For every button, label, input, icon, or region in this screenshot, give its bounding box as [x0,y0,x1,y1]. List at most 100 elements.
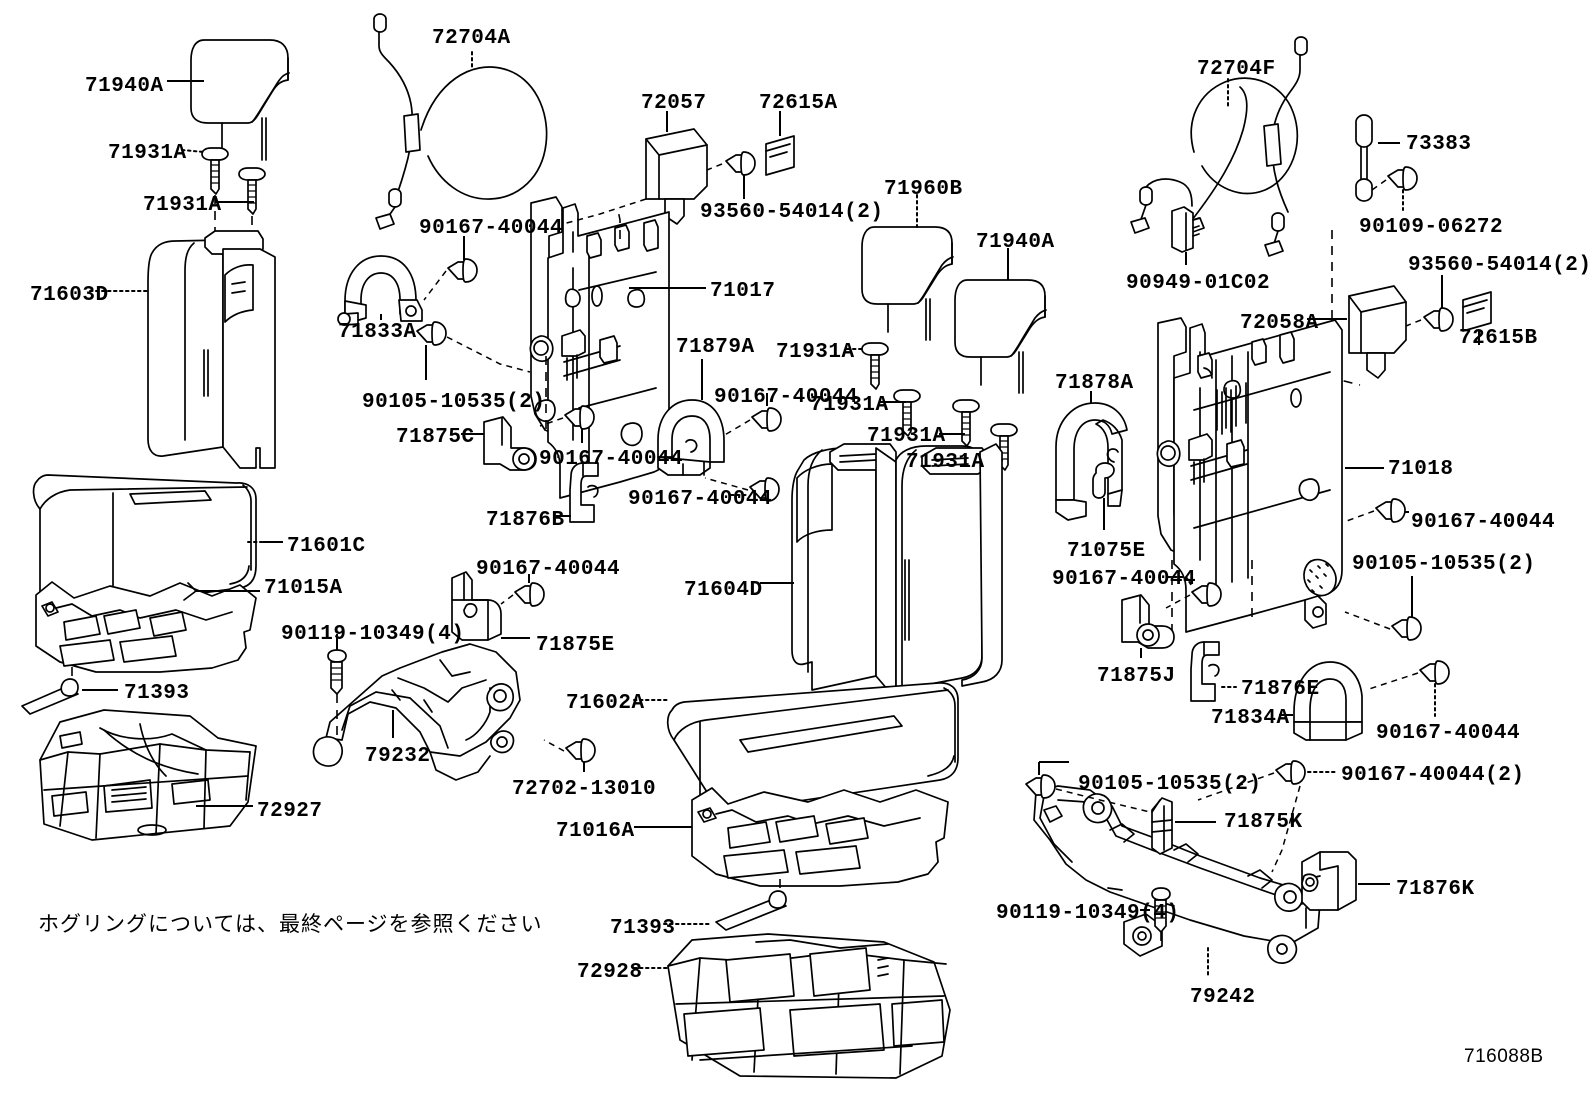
part-label-90119-10349-bolt-left: 90119-10349(4) [281,623,465,646]
part-label-90167-40044-screw-g: 90167-40044 [1052,568,1197,591]
headrest-71940A-left [190,39,290,161]
part-label-71393-hog-ring-right: 71393 [610,917,676,940]
part-label-71833A-hinge-cover: 71833A [338,321,417,344]
screw-90105-10535-left [416,321,531,373]
seatback-cover-71604D [791,443,1003,691]
screw-90167-40044-a [423,258,478,301]
part-label-90105-10535-bolt-left: 90105-10535(2) [362,391,546,414]
part-label-71876K-hinge: 71876K [1396,878,1475,901]
part-label-90167-40044-screw-e: 90167-40044 [1411,511,1556,534]
part-label-71601C-seat-cushion-cover: 71601C [287,535,366,558]
part-label-90167-40044-screw-d: 90167-40044 [628,488,773,511]
part-label-71876B-hinge: 71876B [486,509,565,532]
bolt-90119-10349-left [327,649,347,740]
part-label-79232-frame-sub-assy: 79232 [365,745,431,768]
cover-72615A [765,135,795,176]
part-label-72704F-cable: 72704F [1197,58,1276,81]
figure-id: 716088B [1464,1046,1544,1067]
part-label-72615B-cover: 72615B [1459,327,1538,350]
part-label-72058A-striker-cover: 72058A [1240,312,1319,335]
part-label-71604D-seatback-cover-right: 71604D [684,579,763,602]
screw-90167-40044-h [1365,660,1450,691]
note-hog-ring: ホグリングについては、最終ページを参照ください [38,912,543,936]
hinge-cover-71833A [337,255,423,326]
part-label-71016A-cushion-pad-right: 71016A [556,820,635,843]
striker-cover-72058A [1348,285,1407,379]
part-label-71875E-hinge: 71875E [536,634,615,657]
part-label-90167-40044-screw-i: 90167-40044(2) [1341,764,1525,787]
part-label-71960B-headrest: 71960B [884,178,963,201]
screw-90167-40044-e [1343,498,1406,523]
part-label-71875J-hinge: 71875J [1097,665,1176,688]
bolt-90109-06272 [1371,166,1418,191]
part-label-71876E-hinge: 71876E [1241,678,1320,701]
part-label-71931A-screw-5: 71931A [867,425,946,448]
part-label-93560-54014-screw-left: 93560-54014(2) [700,201,884,224]
cushion-spring-72927 [39,709,257,841]
striker-cover-72057 [645,128,708,225]
screw-90167-40044-f [500,582,545,607]
screw-71931A-group-left [201,147,266,286]
screw-90105-10535-right [1344,611,1422,641]
part-label-73383-belt-anchor: 73383 [1406,133,1472,156]
hog-ring-71393-right [715,872,787,931]
hinge-71876E [1190,641,1220,702]
part-label-90167-40044-screw-c: 90167-40044 [539,448,684,471]
part-label-71940A-left-headrest: 71940A [85,75,164,98]
hog-ring-71393-left [21,660,79,715]
part-label-71940A-right-headrest: 71940A [976,231,1055,254]
part-label-71875K-hinge: 71875K [1224,811,1303,834]
clamp-90949-01C02 [1171,206,1200,253]
part-label-71393-hog-ring-left: 71393 [124,682,190,705]
part-label-90949-01C02-clamp: 90949-01C02 [1126,272,1271,295]
cushion-pad-71016A [691,787,949,887]
part-label-71017-seatback-frame-left: 71017 [710,280,776,303]
hinge-71875C [483,416,537,471]
part-label-71931A-screw-3: 71931A [776,341,855,364]
cushion-cover-71602A [666,682,959,812]
part-label-72928-cushion-spring-right: 72928 [577,961,643,984]
part-label-71015A-cushion-pad: 71015A [264,577,343,600]
hinge-cover-71878A [1055,402,1128,521]
belt-anchor-73383 [1355,114,1373,202]
part-label-71931A-screw-4: 71931A [810,394,889,417]
seatback-frame-71018 [1156,317,1343,640]
part-label-72057-striker-cover: 72057 [641,92,707,115]
part-label-71931A-screw-2: 71931A [143,194,222,217]
part-label-90167-40044-screw-b: 90167-40044 [714,386,859,409]
part-label-90109-06272-bolt: 90109-06272 [1359,216,1504,239]
hinge-71875J [1121,594,1175,649]
part-label-90105-10535-bolt-right: 90105-10535(2) [1352,553,1536,576]
seatback-cover-71603D [147,230,276,469]
part-label-90167-40044-screw-a: 90167-40044 [419,217,564,240]
cushion-cover-71601C [32,474,257,613]
screw-72702-13010 [543,738,596,763]
hinge-71876K [1301,851,1357,911]
part-label-71603D-seatback-cover: 71603D [30,284,109,307]
screw-90167-40044-b [722,407,782,437]
hinge-71875K [1151,797,1173,855]
cushion-pad-71015A [35,581,257,673]
part-label-71875C-hinge: 71875C [396,426,475,449]
screw-90167-40044-c [539,405,595,430]
hinge-cover-71834A [1293,661,1363,741]
part-label-72702-13010-screw: 72702-13010 [512,778,657,801]
part-label-90105-10535-bolt-bottom: 90105-10535(2) [1078,773,1262,796]
part-label-71075E-plug: 71075E [1067,540,1146,563]
part-label-72927-cushion-spring: 72927 [257,800,323,823]
part-label-72615A-cover: 72615A [759,92,838,115]
headrest-71960B [861,226,954,341]
part-label-93560-54014-screw-right: 93560-54014(2) [1408,254,1592,277]
cover-72615B [1462,291,1492,332]
part-label-72704A-cable: 72704A [432,27,511,50]
hinge-71876B [569,462,599,523]
part-label-79242-frame-sub-assy-right: 79242 [1190,986,1256,1009]
headrest-71940A-right [954,279,1047,394]
plug-71075E [1092,462,1115,499]
part-label-90119-10349-bolt-right: 90119-10349(4) [996,902,1180,925]
screw-93560-54014-right [1405,307,1454,332]
part-label-71879A-cover: 71879A [676,336,755,359]
part-label-71931A-screw-6: 71931A [906,451,985,474]
part-label-71931A-screw-1: 71931A [108,142,187,165]
